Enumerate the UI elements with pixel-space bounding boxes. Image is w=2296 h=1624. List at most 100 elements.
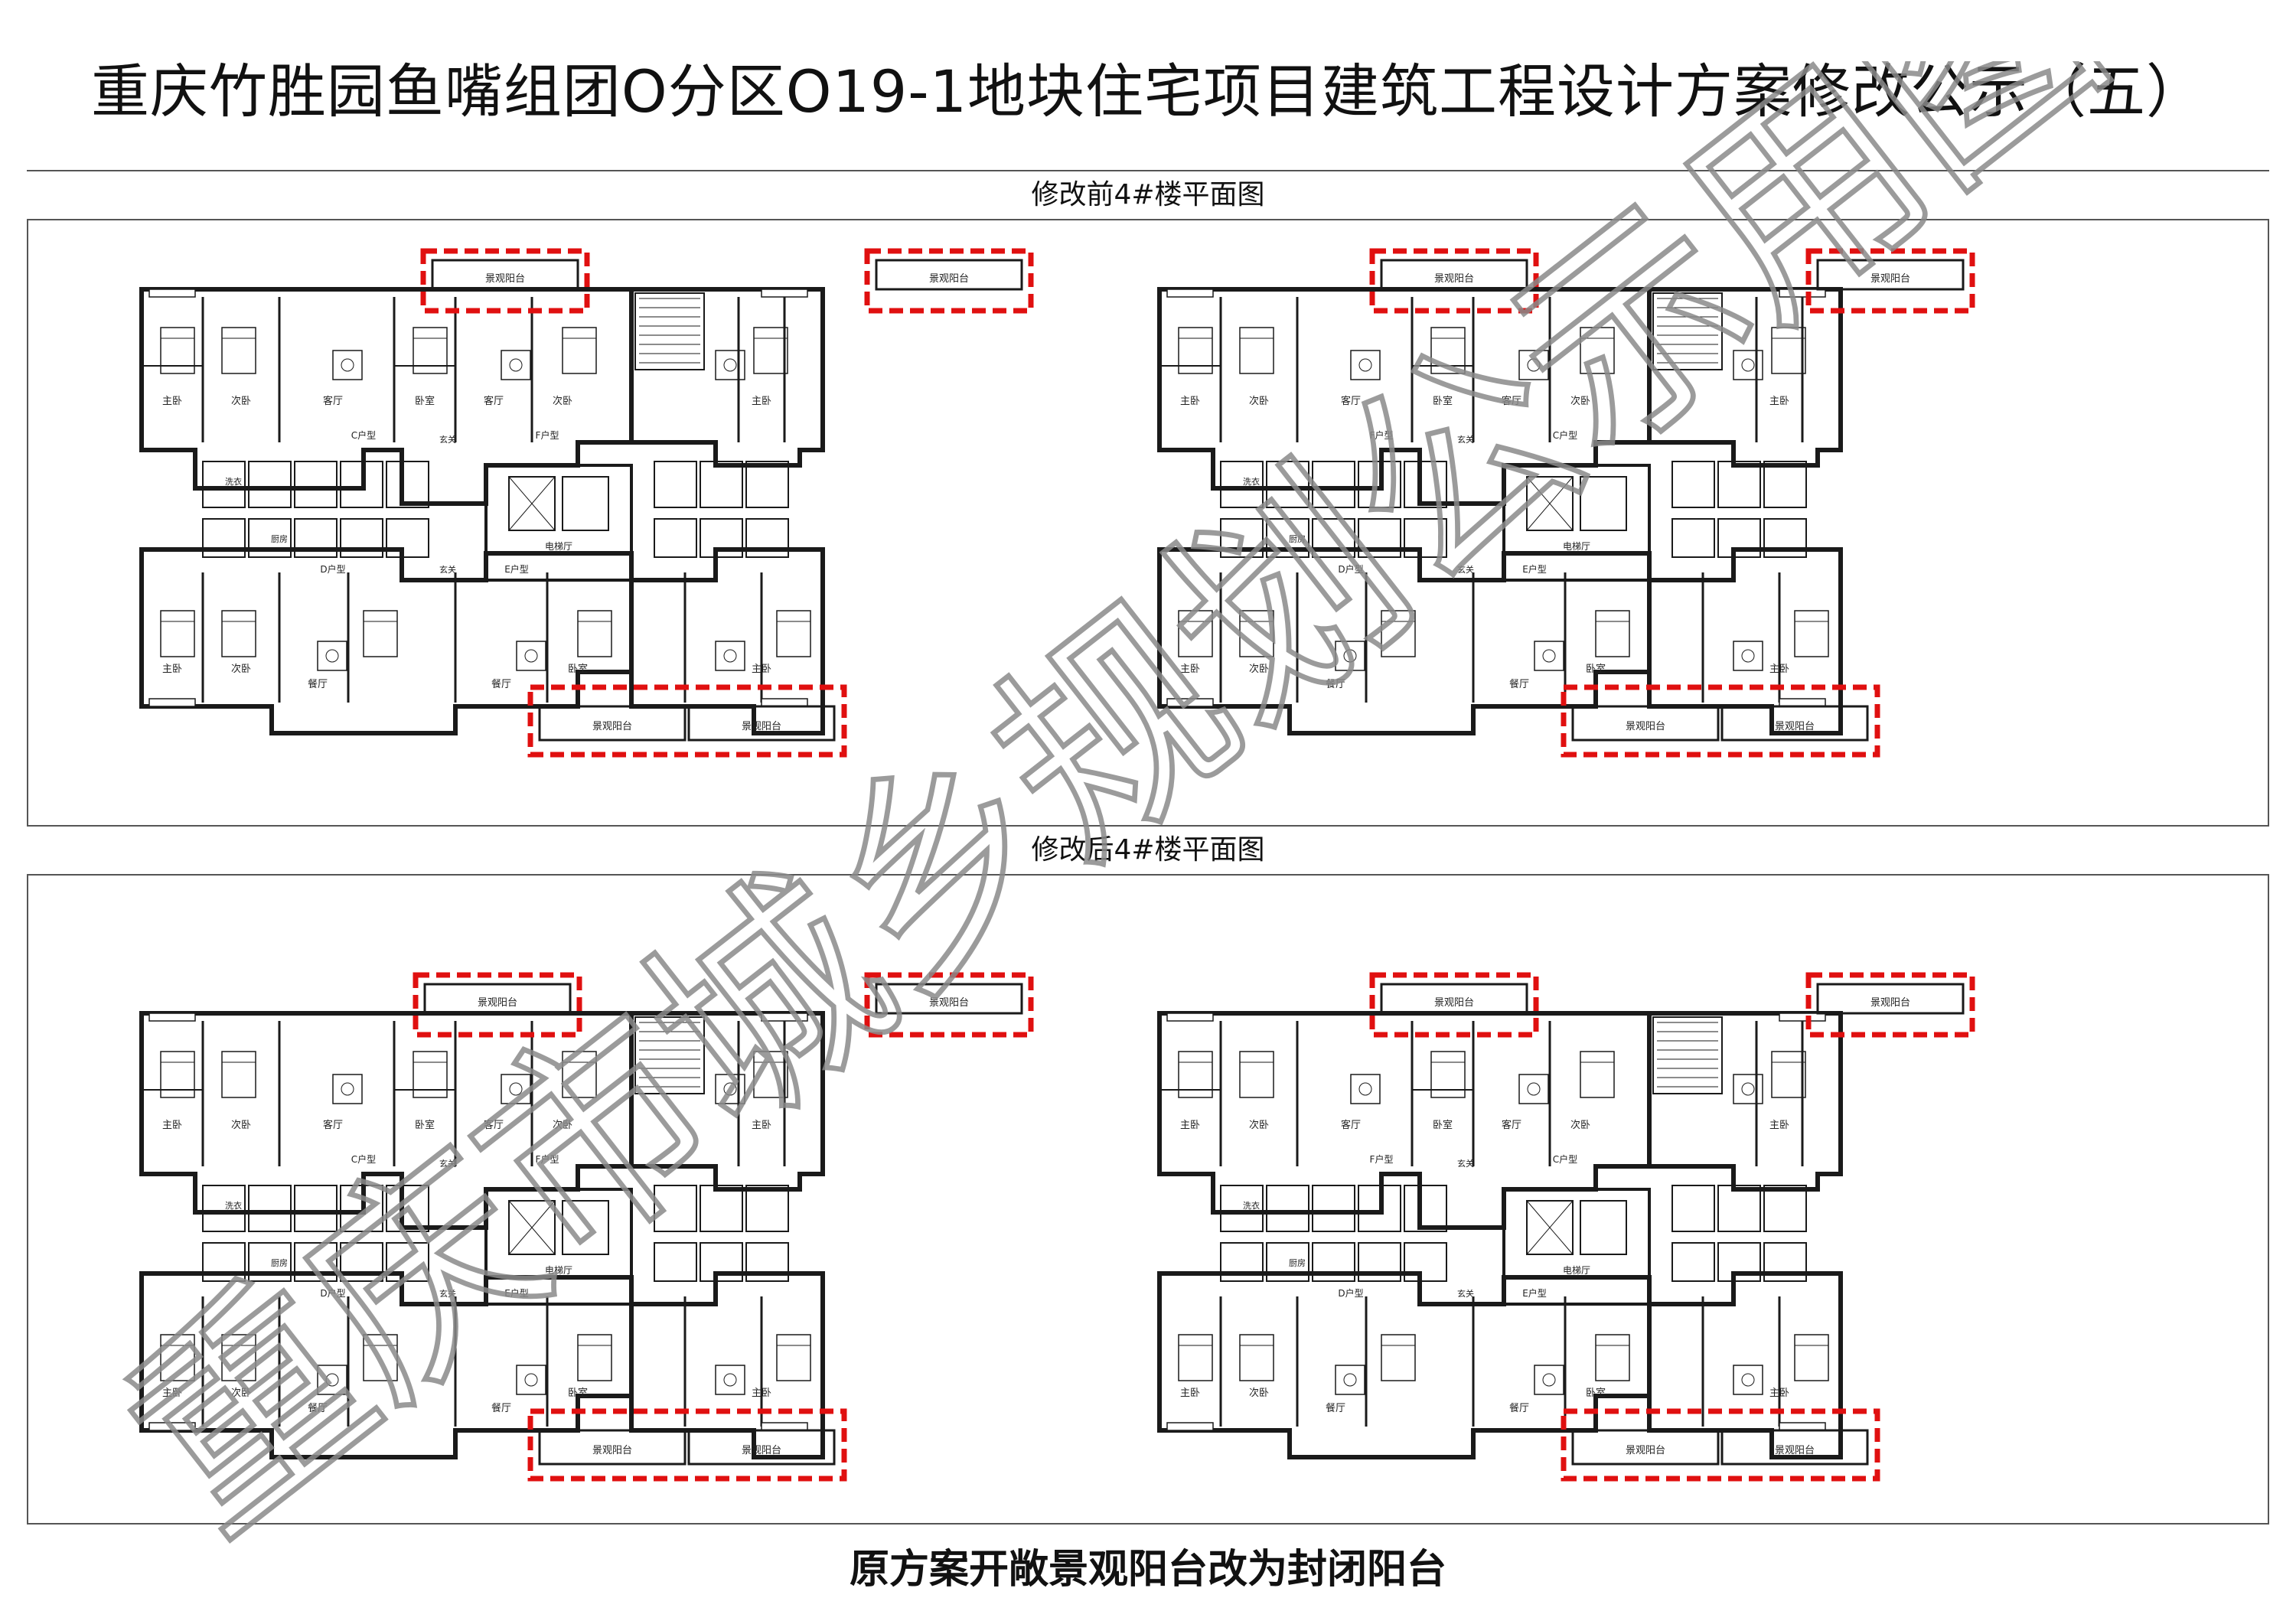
balcony-label: 景观阳台 <box>592 721 632 732</box>
balcony-label: 景观阳台 <box>929 997 969 1009</box>
bath-room <box>1266 1242 1309 1282</box>
chair-mark <box>1741 1082 1755 1096</box>
bed <box>1381 1334 1416 1381</box>
bed <box>1381 610 1416 657</box>
bath-room <box>1220 1185 1264 1232</box>
room-label: 次卧 <box>231 663 251 675</box>
room-label: 玄关 <box>1457 434 1474 445</box>
changed-balcony-highlight <box>1561 684 1880 758</box>
room-label: 主卧 <box>162 664 182 675</box>
balcony-outline <box>423 983 572 1015</box>
room-label: 次卧 <box>231 1119 251 1131</box>
changed-balcony-highlight <box>1561 1408 1880 1482</box>
bath-room <box>202 461 246 508</box>
room-label: 主卧 <box>1180 664 1200 675</box>
chair-mark <box>723 1082 737 1096</box>
chair-mark <box>325 1373 339 1387</box>
room-label: 次卧 <box>1570 1119 1590 1131</box>
room-label: 玄关 <box>1457 1288 1474 1299</box>
dining-table <box>715 1365 745 1395</box>
bath-room <box>1404 461 1447 508</box>
bath-room <box>745 1242 789 1282</box>
chair-mark <box>1741 1373 1755 1387</box>
bath-room <box>1763 1242 1807 1282</box>
bed <box>160 327 195 374</box>
bath-room <box>700 1242 743 1282</box>
unit-label: D户型 <box>320 563 345 575</box>
window-band <box>148 1422 196 1431</box>
room-label: 客厅 <box>484 395 504 407</box>
room-label: 主卧 <box>1180 396 1200 407</box>
room-label: 卧室 <box>415 1119 435 1131</box>
unit-label: E户型 <box>504 563 529 575</box>
elevator-shaft <box>508 476 556 531</box>
balcony-outline <box>1720 705 1869 742</box>
chair-mark <box>341 358 354 372</box>
chair-mark <box>341 1082 354 1096</box>
bath-room <box>340 1242 383 1282</box>
wing-top-outline <box>1647 1011 1843 1192</box>
bed <box>1178 1334 1213 1381</box>
bed <box>1794 1334 1829 1381</box>
room-label: 餐厅 <box>1509 678 1529 690</box>
bath-room <box>248 461 292 508</box>
window-band <box>148 289 196 298</box>
balcony-label: 景观阳台 <box>478 997 517 1009</box>
room-label: 玄关 <box>1457 1158 1474 1169</box>
wing-bottom-outline <box>139 547 634 735</box>
balcony-label: 景观阳台 <box>592 1445 632 1456</box>
bath-room <box>1671 518 1715 558</box>
window-band <box>1166 289 1214 298</box>
bath-room <box>1358 461 1401 508</box>
chair-mark <box>1343 1373 1357 1387</box>
dining-table <box>1518 1074 1549 1104</box>
bed <box>1595 1334 1630 1381</box>
balcony-outline <box>875 259 1023 291</box>
room-label: 客厅 <box>323 1119 343 1131</box>
room-label: 玄关 <box>1457 564 1474 575</box>
dining-table <box>332 350 363 380</box>
bath-room <box>386 518 429 558</box>
bath-room <box>340 518 383 558</box>
bath-room <box>1717 1242 1761 1282</box>
bath-room <box>294 518 338 558</box>
bath-room <box>745 461 789 508</box>
elevator-shaft <box>1526 476 1574 531</box>
balcony-outline <box>1720 1429 1869 1466</box>
chair-mark <box>723 358 737 372</box>
changed-balcony-highlight <box>864 972 1034 1038</box>
bed <box>413 327 448 374</box>
balcony-outline <box>1816 983 1965 1015</box>
bed <box>1794 610 1829 657</box>
room-label: 主卧 <box>1769 664 1789 675</box>
unit-label: D户型 <box>1338 1287 1363 1299</box>
dining-table <box>715 641 745 671</box>
section-label-before: 修改前4#楼平面图 <box>1031 179 1265 210</box>
room-label: 主卧 <box>1769 396 1789 407</box>
dining-table <box>516 1365 546 1395</box>
room-label: 主卧 <box>1180 1388 1200 1399</box>
changed-balcony-highlight <box>1805 972 1975 1038</box>
balcony-label: 景观阳台 <box>1775 721 1815 732</box>
changed-balcony-highlight <box>527 1408 847 1482</box>
bed <box>1239 1051 1274 1098</box>
balcony-label: 景观阳台 <box>742 721 781 732</box>
chair-mark <box>723 1373 737 1387</box>
window-band <box>148 1013 196 1022</box>
dining-table <box>317 641 347 671</box>
unit-label: C户型 <box>1553 429 1577 441</box>
elevator-mark <box>508 476 556 531</box>
bed <box>776 610 811 657</box>
bath-room <box>1266 518 1309 558</box>
room-label: 电梯厅 <box>545 1265 572 1276</box>
dining-table <box>1518 350 1549 380</box>
unit-label: F户型 <box>1370 1153 1394 1165</box>
room-label: 主卧 <box>162 1388 182 1399</box>
room-label: 卧室 <box>1433 395 1453 407</box>
chair-mark <box>1542 1373 1556 1387</box>
core-outline <box>1502 1188 1651 1306</box>
room-label: 厨房 <box>271 1258 288 1268</box>
bed <box>1239 1334 1274 1381</box>
bed <box>1430 327 1466 374</box>
dining-table <box>501 350 531 380</box>
